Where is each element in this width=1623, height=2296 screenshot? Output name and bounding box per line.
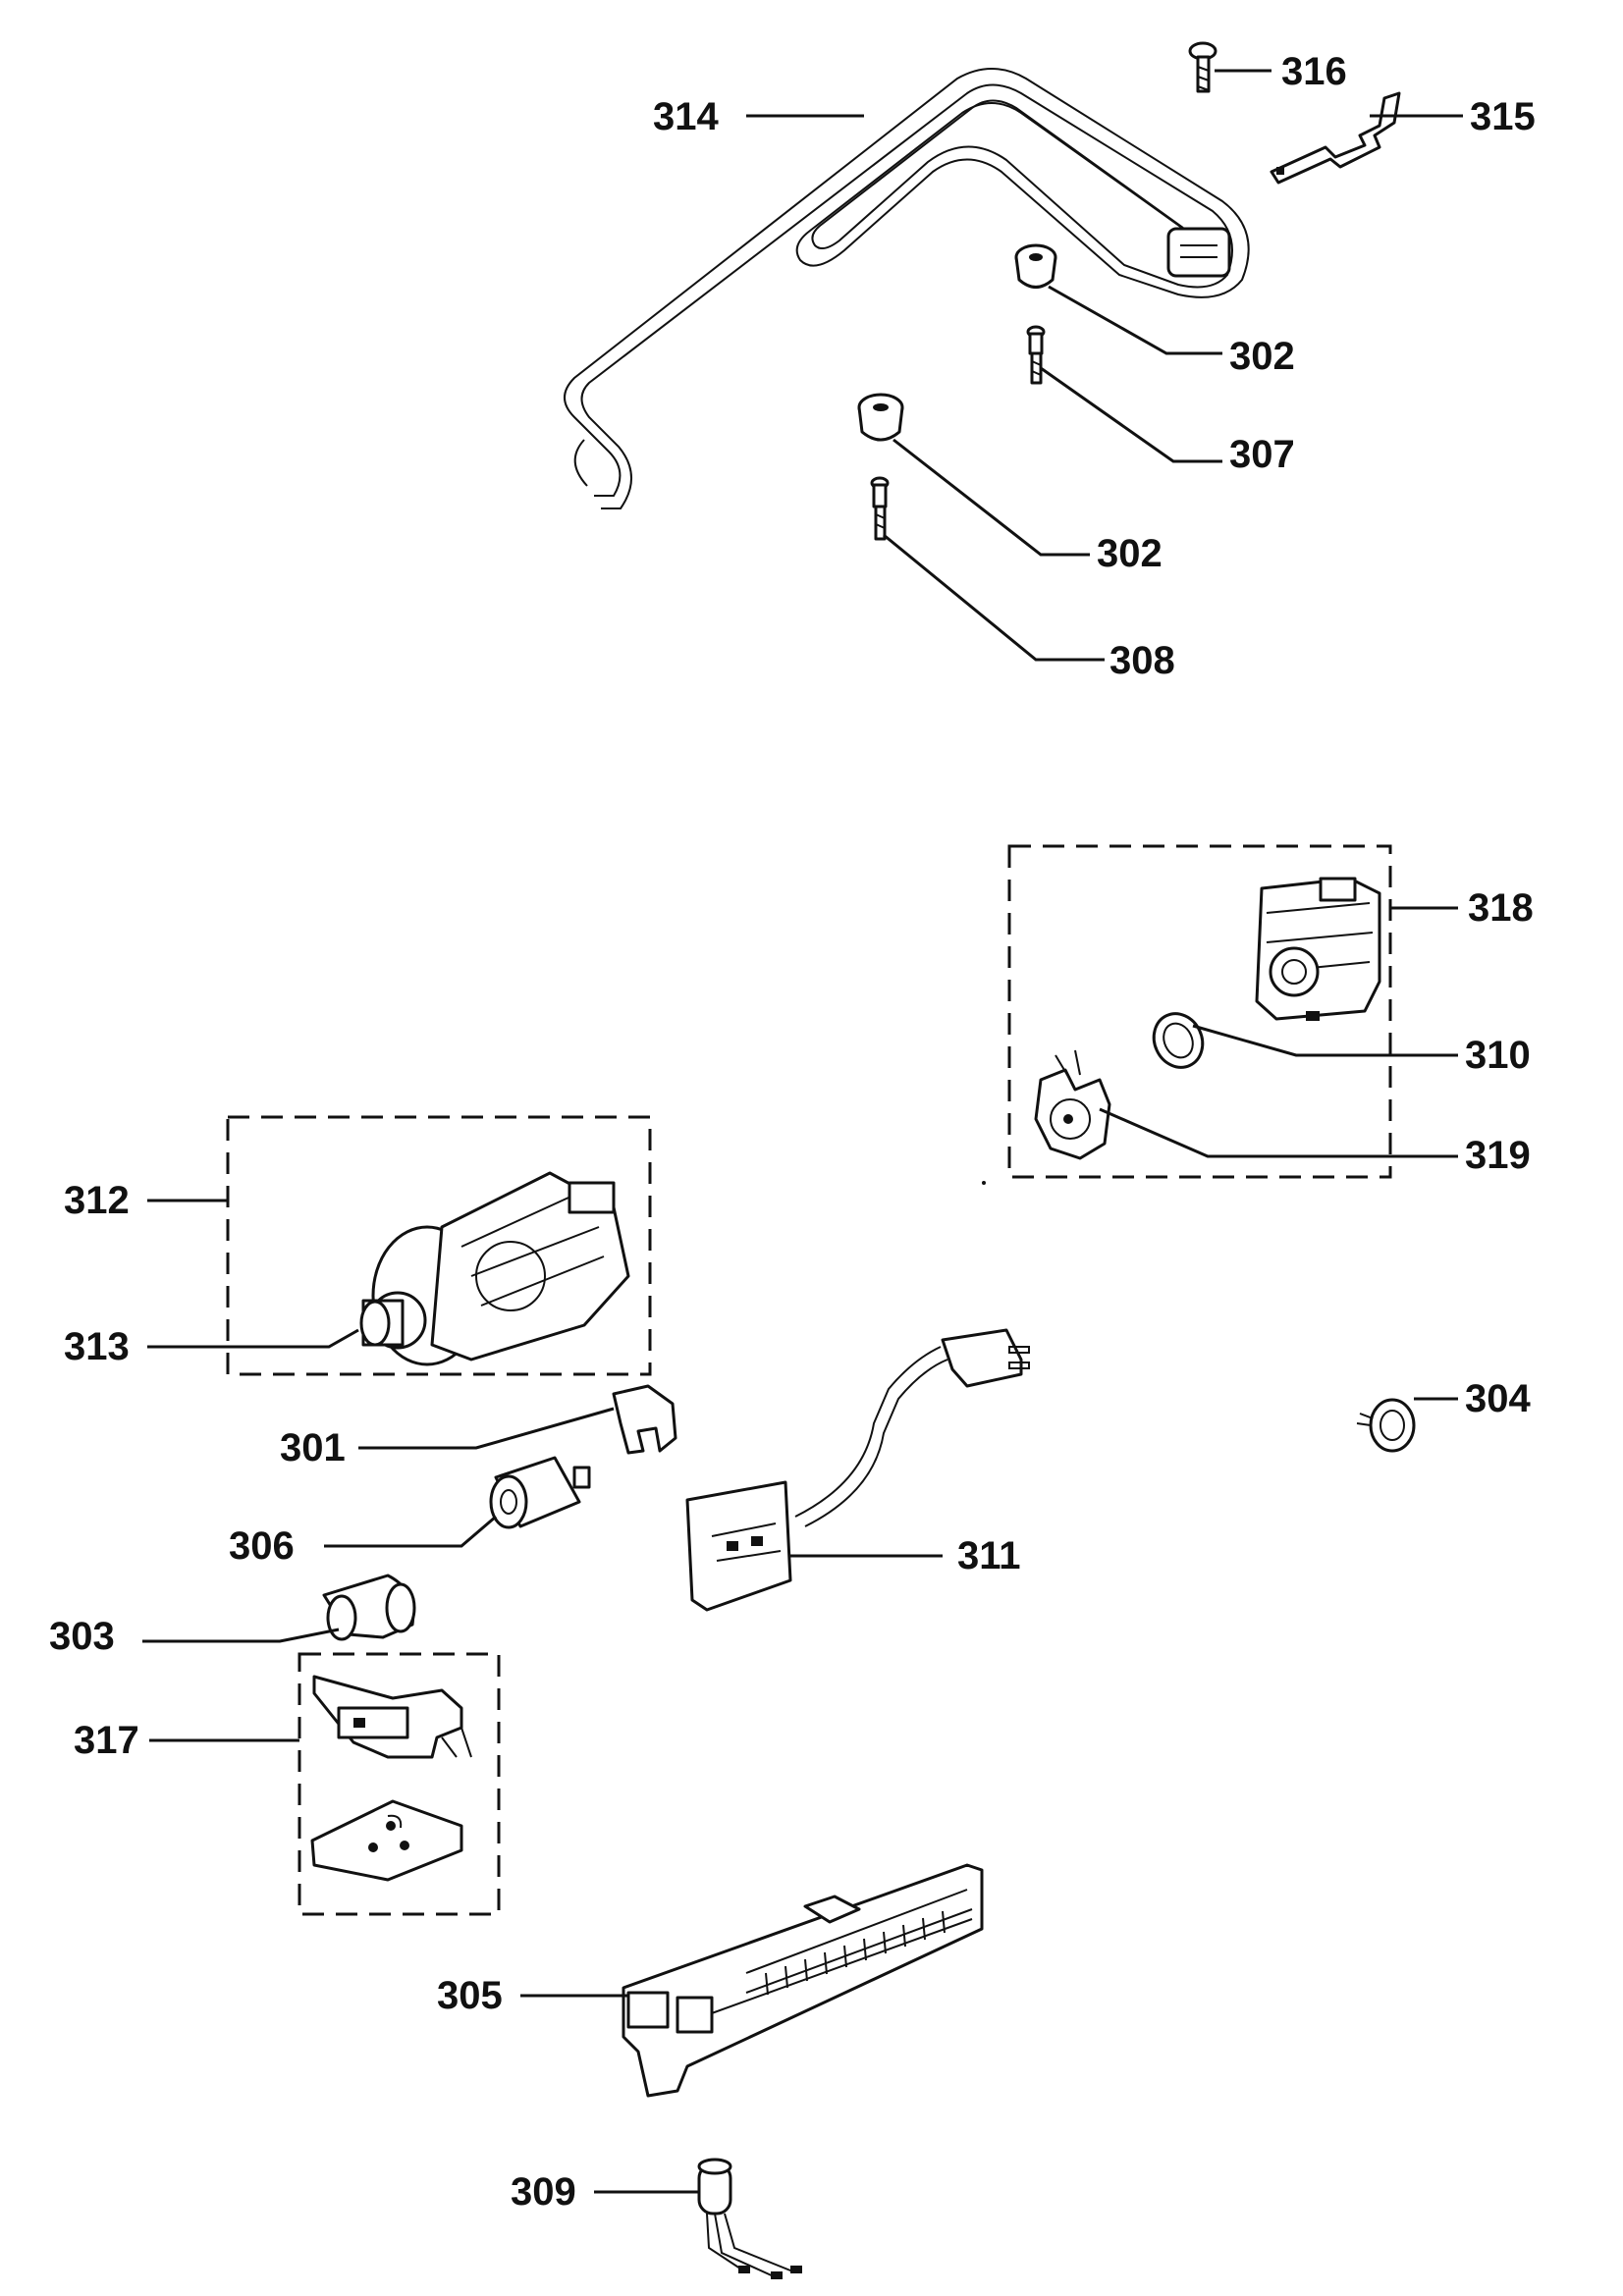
electronic-module-305: [622, 1863, 984, 2098]
kit-box-318: [1007, 844, 1392, 1179]
callout-316: 316: [1281, 50, 1347, 93]
clip-301: [612, 1384, 677, 1455]
grommet-302-upper: [1014, 243, 1057, 289]
callout-311: 311: [957, 1534, 1021, 1577]
bracket-315: [1270, 91, 1401, 185]
callout-302-upper: 302: [1229, 335, 1295, 378]
callout-303: 303: [49, 1615, 115, 1658]
callout-304: 304: [1465, 1377, 1531, 1420]
callout-317: 317: [74, 1719, 139, 1762]
motor-306: [489, 1456, 591, 1529]
power-cable-311: [685, 1328, 1030, 1612]
seal-ring-310: [1152, 1012, 1205, 1069]
callout-306: 306: [229, 1524, 295, 1568]
dispenser-317: [310, 1675, 472, 1882]
heater-sensor-319: [1034, 1049, 1111, 1160]
callout-310: 310: [1465, 1034, 1531, 1077]
circulation-pump-313: [359, 1171, 630, 1366]
screw-316: [1188, 41, 1217, 93]
pump-318: [1255, 877, 1381, 1021]
callout-312: 312: [64, 1179, 130, 1222]
heating-element-314: [564, 68, 1250, 509]
callout-318: 318: [1468, 886, 1534, 930]
callout-308: 308: [1109, 639, 1175, 682]
kit-box-317: [298, 1652, 501, 1916]
callout-305: 305: [437, 1974, 503, 2017]
callout-313: 313: [64, 1325, 130, 1368]
callout-302-lower: 302: [1097, 532, 1163, 575]
callout-301: 301: [280, 1426, 346, 1469]
stray-dot: [982, 1181, 986, 1185]
kit-box-312: [226, 1115, 652, 1376]
callout-307: 307: [1229, 433, 1295, 476]
grommet-302-lower: [857, 393, 904, 442]
callout-319: 319: [1465, 1134, 1531, 1177]
pressure-switch-304: [1356, 1398, 1416, 1453]
cap-303: [322, 1574, 416, 1641]
bolt-308: [870, 476, 890, 541]
bolt-307: [1026, 325, 1046, 385]
callout-309: 309: [511, 2170, 576, 2214]
capacitor-309: [697, 2158, 802, 2279]
callout-314: 314: [653, 95, 719, 138]
callout-315: 315: [1470, 95, 1536, 138]
